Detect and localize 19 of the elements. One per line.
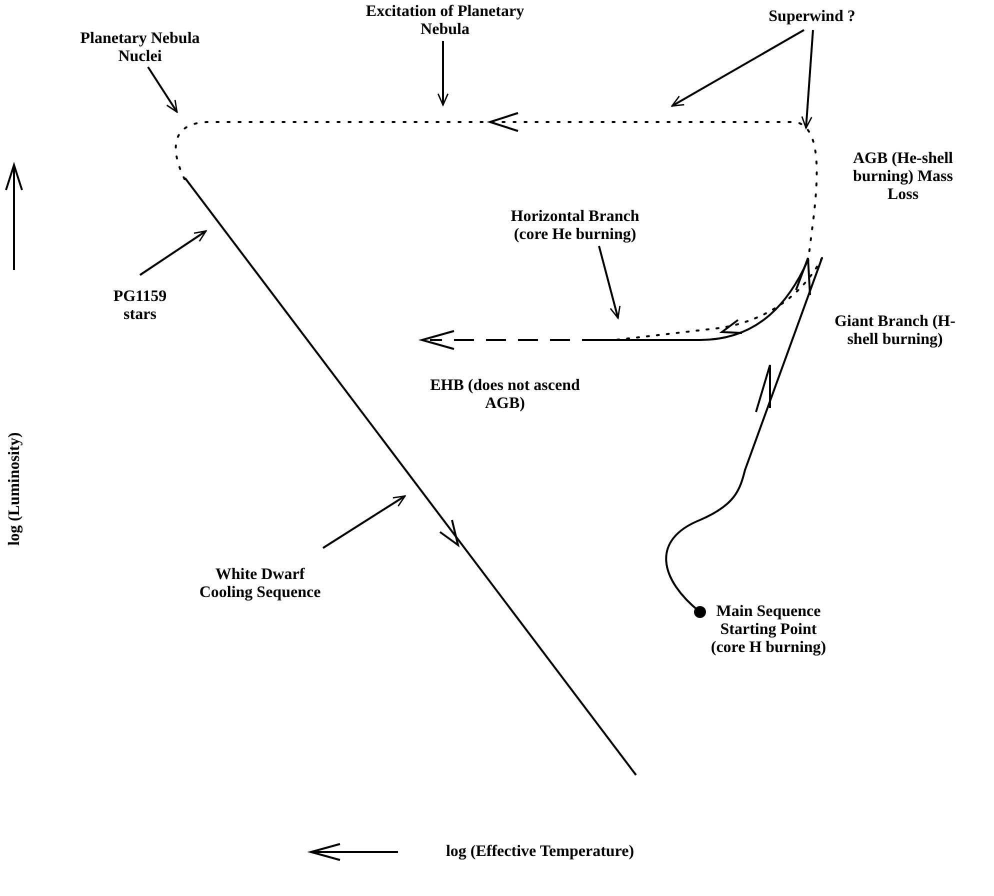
stage-label: EHB (does not ascend AGB) [430, 377, 580, 413]
callout-label: PG1159 stars [95, 288, 185, 324]
axis-label: log (Luminosity) [6, 431, 24, 548]
callout-label: Superwind ? [757, 8, 867, 26]
leader-arrow [671, 29, 804, 107]
callout-label: Planetary Nebula Nuclei [75, 30, 205, 66]
axis-label: log (Effective Temperature) [444, 843, 636, 861]
leader-arrow [139, 230, 207, 276]
leader-arrow [437, 41, 449, 106]
callout-label: Excitation of Planetary Nebula [355, 3, 535, 39]
callout-label: Horizontal Branch (core He burning) [505, 208, 645, 244]
leader-arrow [598, 246, 621, 319]
leader-arrow [801, 30, 814, 129]
stage-label: AGB (He-shell burning) Mass Loss [852, 150, 954, 204]
stage-label: Giant Branch (H-shell burning) [834, 313, 956, 349]
callout-label: White Dwarf Cooling Sequence [195, 566, 325, 602]
stage-label: Main Sequence Starting Point (core H burning) [710, 603, 828, 657]
leader-arrow [322, 495, 406, 549]
leader-arrow [147, 66, 178, 113]
